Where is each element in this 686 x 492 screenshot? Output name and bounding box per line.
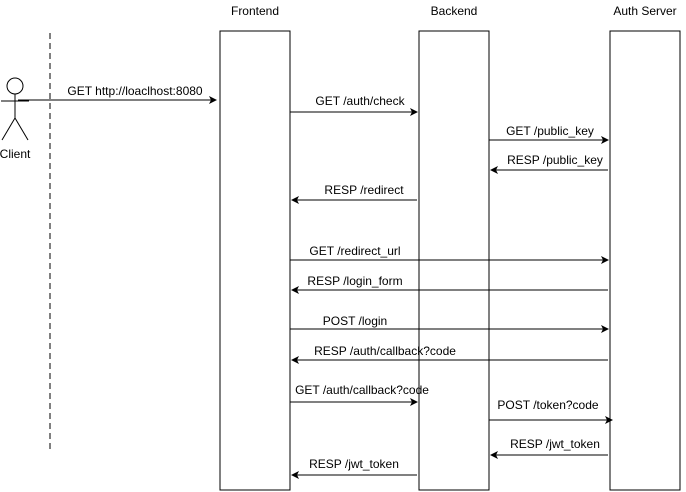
auth-server-activation-box bbox=[609, 30, 681, 491]
message-label: GET /auth/callback?code bbox=[295, 383, 429, 397]
message-frontend-to-auth-login: POST /login bbox=[290, 314, 609, 333]
message-auth-to-frontend-callback: RESP /auth/callback?code bbox=[291, 344, 608, 364]
participant-frontend-label: Frontend bbox=[231, 4, 279, 18]
message-label: RESP /jwt_token bbox=[510, 437, 600, 451]
message-auth-to-backend-public-key-resp: RESP /public_key bbox=[490, 153, 608, 174]
client-actor-icon bbox=[1, 77, 29, 141]
message-label: RESP /public_key bbox=[507, 153, 603, 167]
message-label: GET /public_key bbox=[506, 124, 594, 138]
message-auth-to-backend-jwt-token: RESP /jwt_token bbox=[490, 437, 608, 459]
message-auth-to-frontend-login-form: RESP /login_form bbox=[291, 274, 608, 294]
message-label: RESP /auth/callback?code bbox=[314, 344, 456, 358]
message-label: RESP /login_form bbox=[307, 274, 402, 288]
message-frontend-to-backend-callback: GET /auth/callback?code bbox=[290, 383, 429, 406]
message-backend-to-frontend-jwt-token: RESP /jwt_token bbox=[291, 457, 417, 479]
message-label: RESP /redirect bbox=[324, 183, 404, 197]
message-backend-to-auth-public-key: GET /public_key bbox=[489, 124, 609, 144]
message-label: GET /auth/check bbox=[315, 94, 405, 108]
participant-backend-label: Backend bbox=[431, 4, 478, 18]
message-label: RESP /jwt_token bbox=[309, 457, 399, 471]
participant-auth-server-label: Auth Server bbox=[613, 4, 676, 18]
message-label: GET /redirect_url bbox=[309, 244, 400, 258]
message-label: GET http://loaclhost:8080 bbox=[67, 84, 203, 98]
message-backend-to-auth-token: POST /token?code bbox=[489, 398, 613, 424]
frontend-activation-box bbox=[219, 30, 291, 491]
message-label: POST /token?code bbox=[497, 398, 599, 412]
message-client-to-frontend: GET http://loaclhost:8080 bbox=[18, 84, 217, 104]
participant-client-label: Client bbox=[0, 147, 31, 161]
message-frontend-to-auth-redirect-url: GET /redirect_url bbox=[290, 244, 609, 264]
message-label: POST /login bbox=[323, 314, 387, 328]
message-backend-to-frontend-redirect: RESP /redirect bbox=[291, 183, 417, 204]
message-frontend-to-backend-auth-check: GET /auth/check bbox=[290, 94, 418, 116]
